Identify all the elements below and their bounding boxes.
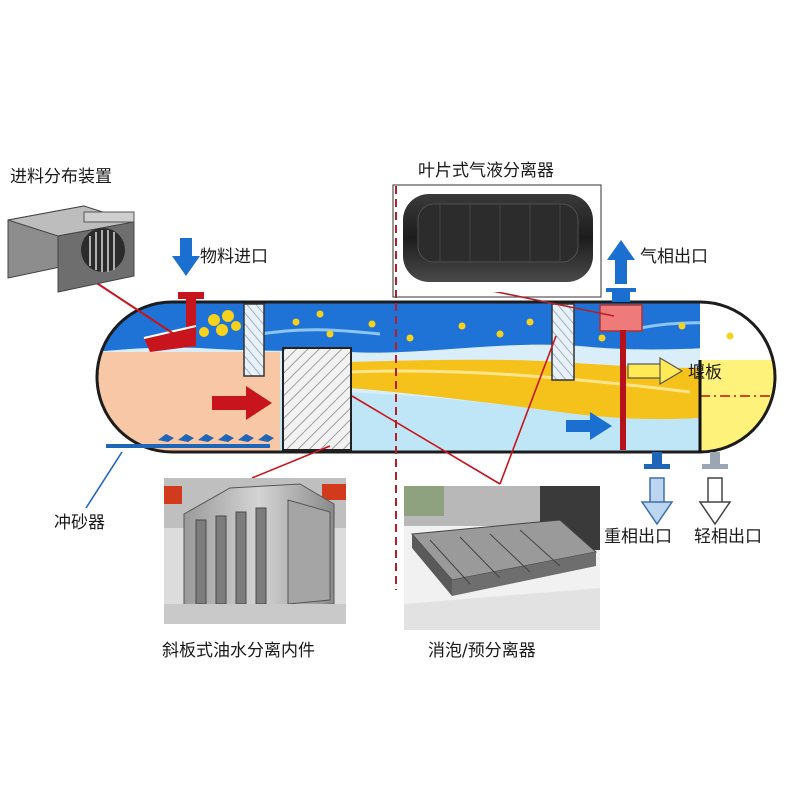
vane-separator-photo xyxy=(403,194,593,292)
oil-layer xyxy=(350,359,700,420)
feed-flow-arrow xyxy=(212,386,272,420)
label-vane-separator: 叶片式气液分离器 xyxy=(418,161,554,181)
label-heavy-outlet: 重相出口 xyxy=(604,527,672,547)
label-gas-outlet: 气相出口 xyxy=(640,247,708,267)
label-sand-jet: 冲砂器 xyxy=(54,513,105,533)
label-inclined-plate: 斜板式油水分离内件 xyxy=(162,641,315,661)
inclined-plate-pack xyxy=(282,347,352,451)
water-flow-arrow xyxy=(566,412,612,440)
feed-distributor-photo xyxy=(7,205,135,293)
label-material-inlet: 物料进口 xyxy=(200,247,268,267)
defoamer-photo xyxy=(404,486,600,630)
gas-outlet-arrow xyxy=(607,240,635,284)
leader-lines xyxy=(79,271,615,509)
light-outlet-arrow xyxy=(698,477,732,526)
light-outlet-nozzle xyxy=(702,452,728,469)
heavy-outlet-nozzle xyxy=(644,452,670,469)
label-feed-distributor: 进料分布装置 xyxy=(10,167,112,187)
sand-jet-nozzles xyxy=(158,434,274,442)
gas-bubbles xyxy=(199,310,734,342)
vane-separator-frame xyxy=(392,184,602,298)
inlet-mist-pad xyxy=(243,303,265,377)
label-weir: 堰板 xyxy=(688,363,722,383)
material-inlet-arrow xyxy=(172,238,200,276)
label-light-outlet: 轻相出口 xyxy=(694,527,762,547)
label-defoamer: 消泡/预分离器 xyxy=(428,641,536,661)
vane-separator-drain xyxy=(620,330,626,450)
inclined-plate-photo xyxy=(164,478,346,624)
heavy-outlet-arrow xyxy=(640,477,674,526)
vane-separator-box xyxy=(599,304,643,332)
vane-pack xyxy=(551,303,575,381)
oil-flow-arrow xyxy=(627,356,684,386)
